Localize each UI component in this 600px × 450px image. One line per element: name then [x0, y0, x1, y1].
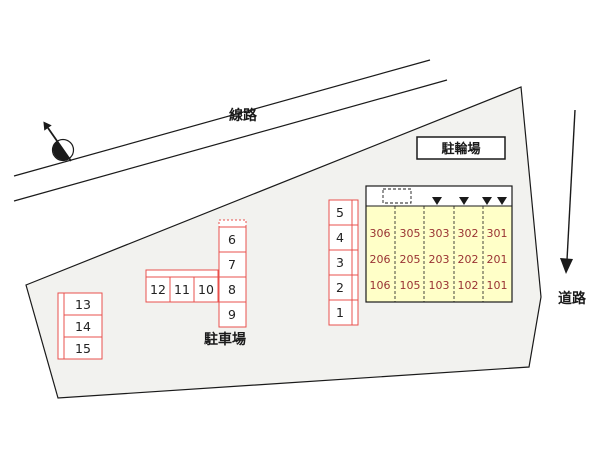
railway-line-1: [13, 59, 431, 177]
entrance-marker-icon: [482, 197, 492, 205]
entrance-marker-icon: [432, 197, 442, 205]
parking-stall-number: 13: [75, 297, 91, 312]
room-number: 306: [370, 227, 391, 240]
compass-needle: [47, 127, 72, 162]
room-number: 105: [400, 279, 421, 292]
compass-arrowhead: [43, 121, 52, 131]
road-arrow-line: [566, 109, 576, 261]
room-number: 305: [400, 227, 421, 240]
building-stairs-dashed: [382, 188, 412, 204]
parking-stall-box: [145, 276, 171, 303]
room-number: 301: [487, 227, 508, 240]
parking-stall-box: [218, 301, 247, 328]
bicycle-parking-sign: 駐輪場: [416, 136, 506, 160]
bicycle-parking-label: 駐輪場: [441, 141, 480, 157]
railway-line-2: [13, 79, 448, 202]
apartment-building: 306 305 303 302 301 206 205 203 202 201 …: [365, 185, 513, 303]
parking-stall-box: [63, 336, 103, 360]
parking-left-column: 13 14 15: [57, 292, 103, 360]
parking-stall-stop: [351, 199, 359, 226]
parking-stall-number: 2: [336, 280, 344, 295]
room-number: 206: [370, 253, 391, 266]
parking-stall-stop: [57, 292, 65, 360]
parking-stall-stop: [145, 269, 219, 278]
entrance-marker-icon: [497, 197, 507, 205]
bicycle-parking-sign-box: [416, 136, 506, 160]
parking-stall-box: [193, 276, 219, 303]
parking-stall-stop: [351, 249, 359, 276]
room-number: 201: [487, 253, 508, 266]
parking-stall-number: 8: [228, 282, 236, 297]
parking-stall-stop: [351, 274, 359, 301]
building-outline: [365, 185, 513, 303]
parking-stall-number: 11: [174, 282, 190, 297]
parking-stall-number: 10: [198, 282, 214, 297]
road-label: 道路: [558, 290, 587, 307]
parking-lot-label: 駐車場: [204, 331, 246, 348]
parking-stall-number: 6: [228, 232, 236, 247]
parking-stall-stop: [351, 224, 359, 251]
railway-track: 線路: [13, 59, 448, 202]
site-boundary: [25, 86, 542, 399]
parking-stall-box: [218, 226, 247, 253]
parking-right-column: 5 4 3 2 1: [328, 199, 359, 326]
compass-half: [52, 141, 69, 161]
parking-stall-number: 14: [75, 319, 91, 334]
room-number: 102: [458, 279, 479, 292]
building-units-area: [366, 206, 512, 302]
parking-stall-number: 4: [336, 230, 344, 245]
parking-stall-number: 15: [75, 341, 91, 356]
parking-stall-box: [169, 276, 195, 303]
parking-stall-number: 7: [228, 257, 236, 272]
room-number: 106: [370, 279, 391, 292]
road-arrow-head: [560, 258, 573, 274]
parking-stall-box: [218, 251, 247, 278]
parking-stall-stop: [351, 299, 359, 326]
railway-label: 線路: [229, 107, 258, 124]
road-direction: 道路: [558, 109, 587, 307]
parking-middle-column: 6 7 8 9: [218, 219, 247, 328]
parking-stall-number: 12: [150, 282, 166, 297]
north-compass-icon: [43, 121, 75, 162]
entrance-marker-icon: [459, 197, 469, 205]
parking-middle-row: 12 11 10: [145, 269, 219, 303]
room-number: 202: [458, 253, 479, 266]
room-number: 302: [458, 227, 479, 240]
room-number: 303: [429, 227, 450, 240]
room-number: 101: [487, 279, 508, 292]
room-number: 203: [429, 253, 450, 266]
parking-stall-number: 1: [336, 305, 344, 320]
room-number: 205: [400, 253, 421, 266]
parking-stall-number: 3: [336, 255, 344, 270]
room-number: 103: [429, 279, 450, 292]
parking-stall-number: 5: [336, 205, 344, 220]
parking-stall-number: 9: [228, 307, 236, 322]
parking-stall-stop: [218, 219, 247, 228]
